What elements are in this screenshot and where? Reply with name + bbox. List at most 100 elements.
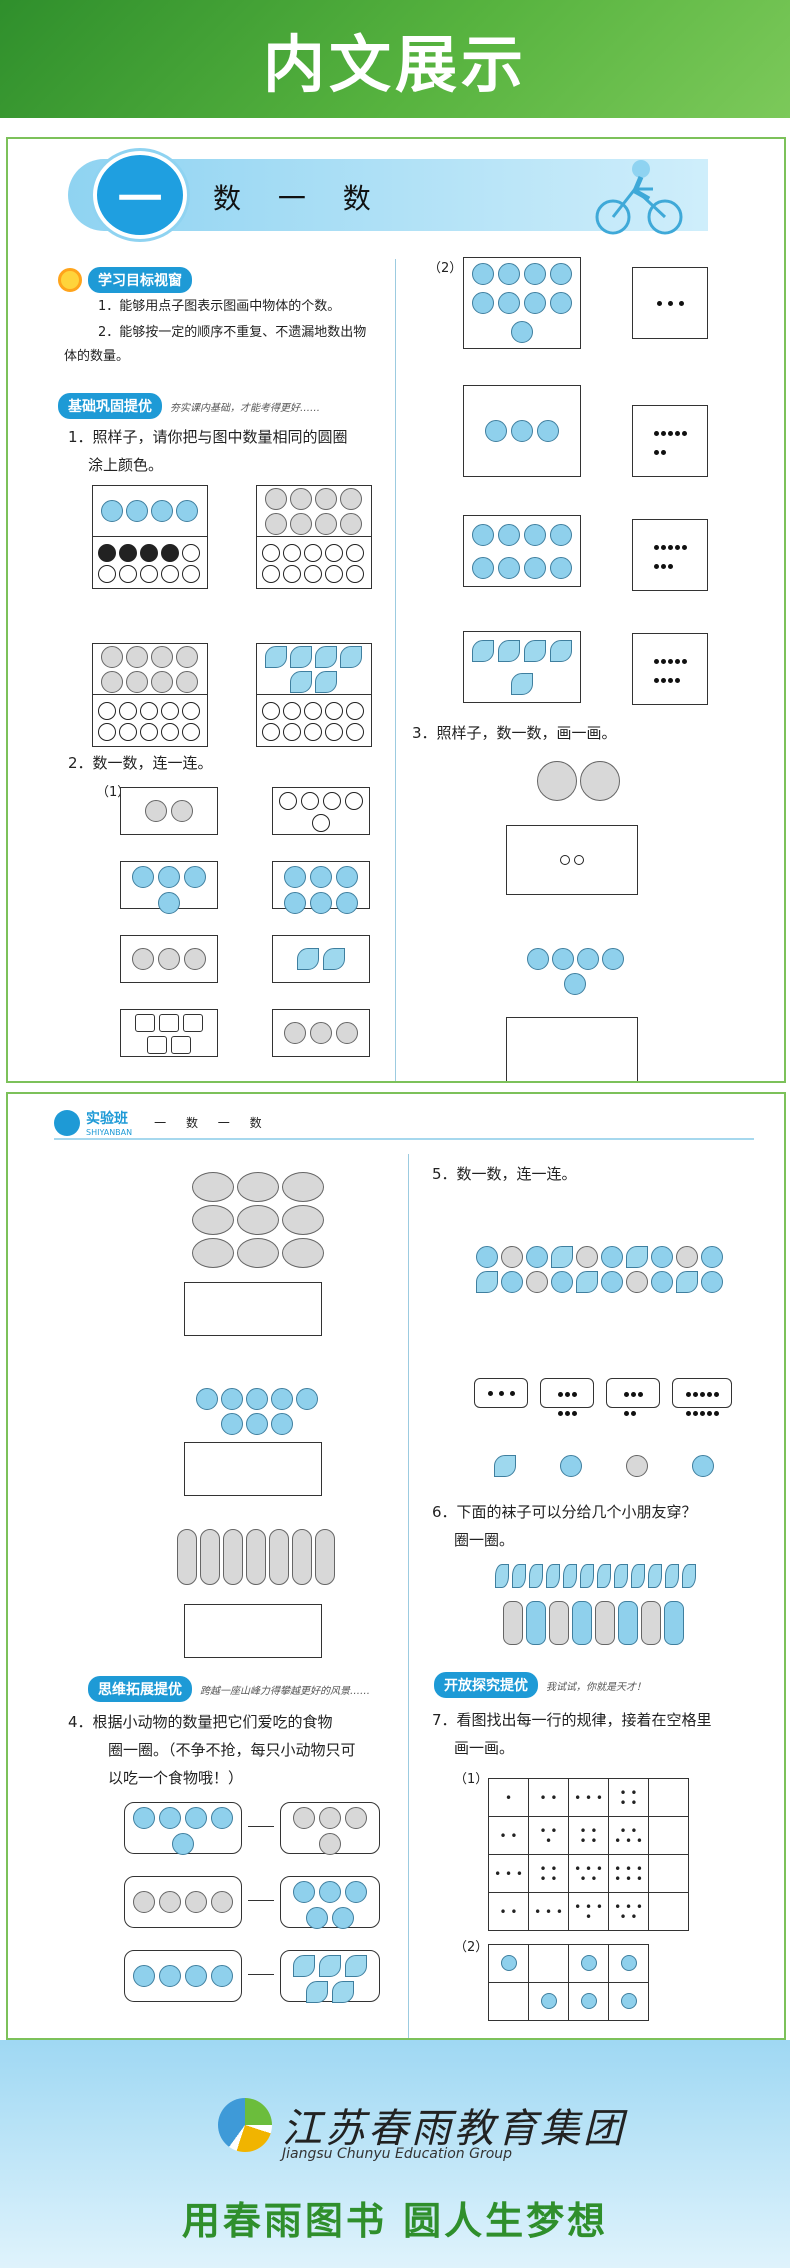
q7-blank-cell[interactable]: [648, 1816, 689, 1855]
q1-box-balls: [256, 485, 372, 589]
q4-line2: 圈一圈。（不争不抢，每只小动物只可: [108, 1741, 356, 1759]
q2-left-4: [120, 1009, 218, 1057]
q5-dots-5: [606, 1378, 660, 1416]
banner-title: 内文展示: [262, 28, 527, 101]
q2b-dots-9: [632, 633, 708, 705]
q7-grid-1: •• •• • •• •• • • •• ••• •• •• •• • • • …: [488, 1778, 689, 1931]
q7-blank-cell[interactable]: [648, 1854, 689, 1893]
q7-blank-cell[interactable]: [648, 1778, 689, 1817]
goal-2-cont: 体的数量。: [64, 349, 130, 364]
q2b-dots-3: [632, 267, 708, 339]
think-note: 跨越一座山峰力得攀越更好的风景……: [200, 1685, 370, 1697]
q4-animals-2: [124, 1876, 242, 1928]
q3-title: 3．照样子，数一数，画一画。: [412, 724, 617, 742]
q5-title: 5．数一数，连一连。: [432, 1165, 577, 1183]
q3-flowers: [518, 751, 638, 811]
sun-icon: [58, 268, 82, 292]
q4-line3: 以吃一个食物哦！）: [108, 1769, 244, 1787]
open-note: 我试试，你就是天才！: [546, 1681, 646, 1693]
q6-socks: [488, 1560, 702, 1592]
column-divider: [395, 259, 396, 1081]
q7-grid-2: [488, 1944, 649, 2021]
q3-answer-box[interactable]: [506, 1017, 638, 1081]
slogan: 用春雨图书 圆人生梦想: [181, 2199, 609, 2243]
q2-right-1: [272, 787, 370, 835]
goals-header: 学习目标视窗: [58, 267, 192, 293]
q5-insects-pic: [474, 1204, 724, 1334]
goals-label: 学习目标视窗: [88, 267, 192, 293]
basic-note: 夯实课内基础，才能考得更好……: [170, 402, 320, 414]
q2-left-2: [120, 861, 218, 914]
cyclist-illustration: [595, 160, 683, 235]
q5-dots-10: [672, 1378, 732, 1416]
radishes-pic: [158, 1522, 354, 1592]
open-header: 开放探究提优 我试试，你就是天才！: [434, 1672, 646, 1698]
hedgehogs-answer-box[interactable]: [184, 1282, 322, 1336]
q1-box-carrots: [256, 643, 372, 747]
q4-line1: 4．根据小动物的数量把它们爱吃的食物: [68, 1713, 333, 1731]
q3-roosters: [520, 931, 630, 1011]
q3-answer-example: [506, 825, 638, 895]
q4-animals-3: [124, 1950, 242, 2002]
chunyu-logo-icon: [218, 2098, 272, 2152]
q6-line1: 6．下面的袜子可以分给几个小朋友穿？: [432, 1503, 697, 1521]
q6-children: [478, 1596, 708, 1650]
running-header: 实验班 SHIYANBAN 一 数 一 数: [54, 1108, 270, 1137]
q2b-pic-butterflies: [463, 257, 581, 349]
q4-arrow-1: [248, 1826, 274, 1827]
goal-1: 1．能够用点子图表示图画中物体的个数。: [98, 299, 341, 314]
footer: 江苏春雨教育集团 Jiangsu Chunyu Education Group …: [0, 2040, 790, 2268]
book-page-2: 实验班 SHIYANBAN 一 数 一 数 思维拓展提优 跨越一座山峰力得攀越更…: [6, 1092, 786, 2040]
q7-blank-cell[interactable]: [648, 1892, 689, 1931]
q2-left-1: [120, 787, 218, 835]
goal-2: 2．能够按一定的顺序不重复、不遗漏地数出物: [98, 325, 367, 340]
q5-dots-3: [474, 1378, 528, 1408]
q1-box-chicks: [92, 485, 208, 589]
chapter-number: 一: [93, 151, 187, 239]
open-label: 开放探究提优: [434, 1672, 538, 1698]
q4-food-3: [280, 1950, 380, 2003]
q5-dots-6: [540, 1378, 594, 1416]
header-rule: [54, 1138, 754, 1140]
q7-line2: 画一画。: [454, 1739, 515, 1757]
flowers-answer-box[interactable]: [184, 1442, 322, 1496]
q4-arrow-3: [248, 1974, 274, 1975]
flowers-pic: [194, 1366, 320, 1456]
top-banner: 内文展示: [0, 0, 790, 118]
radishes-answer-box[interactable]: [184, 1604, 322, 1658]
q1-box-fish: [92, 643, 208, 747]
q4-food-2: [280, 1876, 380, 1929]
basic-label: 基础巩固提优: [58, 393, 162, 419]
q2b-dots-7: [632, 405, 708, 477]
chapter-title: 数 一 数: [213, 182, 385, 215]
q6-line2: 圈一圈。: [454, 1531, 515, 1549]
q7-sub1: （1）: [454, 1772, 489, 1787]
q5-insect-row: [474, 1446, 734, 1486]
basic-header: 基础巩固提优 夯实课内基础，才能考得更好……: [58, 393, 320, 419]
think-header: 思维拓展提优 跨越一座山峰力得攀越更好的风景……: [88, 1676, 370, 1702]
company-name-cn: 江苏春雨教育集团: [282, 2106, 626, 2152]
q2b-pic-worms: [463, 631, 581, 703]
q4-animals-1: [124, 1802, 242, 1855]
q2b-pic-fish: [463, 515, 581, 587]
q2-right-4: [272, 1009, 370, 1057]
running-chapter: 一 数 一 数: [154, 1116, 270, 1130]
q2-title: 2．数一数，连一连。: [68, 754, 213, 772]
q4-food-1: [280, 1802, 380, 1855]
q2-right-2: [272, 861, 370, 914]
q1-line2: 涂上颜色。: [88, 456, 164, 474]
company-name-en: Jiangsu Chunyu Education Group: [282, 2146, 513, 2162]
q2-sub2: （2）: [428, 261, 463, 276]
think-label: 思维拓展提优: [88, 1676, 192, 1702]
q4-arrow-2: [248, 1900, 274, 1901]
q2b-dots-8: [632, 519, 708, 591]
q2b-pic-chicks: [463, 385, 581, 477]
q1-line1: 1．照样子，请你把与图中数量相同的圆圈: [68, 428, 348, 446]
q7-sub2: （2）: [454, 1940, 489, 1955]
q2-right-3: [272, 935, 370, 983]
q2-left-3: [120, 935, 218, 983]
hedgehogs-pic: [178, 1160, 338, 1280]
column-divider: [408, 1154, 409, 2038]
brand-icon: [54, 1109, 80, 1136]
q7-line1: 7．看图找出每一行的规律，接着在空格里: [432, 1711, 712, 1729]
